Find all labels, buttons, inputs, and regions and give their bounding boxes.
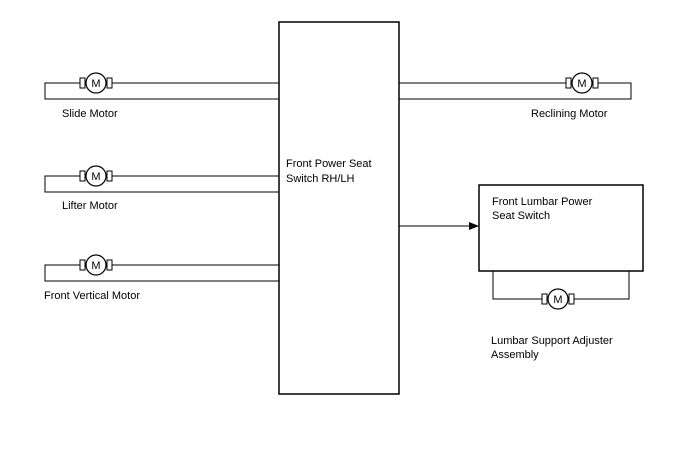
svg-text:M: M <box>577 78 586 90</box>
svg-text:M: M <box>91 171 100 183</box>
slide-motor-circuit: M Slide Motor <box>44 72 279 120</box>
lifter-motor-circuit: M Lifter Motor <box>44 165 279 212</box>
svg-text:M: M <box>553 294 562 306</box>
lumbar-motor-circuit: M Lumbar Support Adjuster Assembly <box>491 271 630 361</box>
front-vertical-motor-icon: M <box>79 254 113 276</box>
svg-text:M: M <box>91 78 100 90</box>
reclining-motor-label: Reclining Motor <box>531 108 608 120</box>
lumbar-switch-label-line2: Seat Switch <box>492 210 550 222</box>
front-vertical-motor-label: Front Vertical Motor <box>44 290 140 302</box>
slide-motor-label: Slide Motor <box>62 108 118 120</box>
reclining-motor-wire <box>399 82 632 100</box>
lumbar-motor-icon: M <box>541 288 575 310</box>
front-vertical-motor-circuit: M Front Vertical Motor <box>44 254 279 302</box>
slide-motor-wire <box>44 82 279 100</box>
reclining-motor-icon: M <box>565 72 599 94</box>
lumbar-switch-label-line1: Front Lumbar Power <box>492 196 593 208</box>
front-power-seat-switch-box <box>278 21 400 395</box>
slide-motor-icon: M <box>79 72 113 94</box>
lumbar-motor-label-line2: Assembly <box>491 349 539 361</box>
reclining-motor-circuit: M Reclining Motor <box>399 72 632 120</box>
lifter-motor-wire <box>44 175 279 193</box>
switch-label-line2: Switch RH/LH <box>286 173 355 185</box>
lumbar-motor-label-line1: Lumbar Support Adjuster <box>491 335 613 347</box>
lifter-motor-icon: M <box>79 165 113 187</box>
svg-text:M: M <box>91 260 100 272</box>
switch-label-line1: Front Power Seat <box>286 158 372 170</box>
lifter-motor-label: Lifter Motor <box>62 200 118 212</box>
front-lumbar-power-seat-switch-box <box>478 184 644 272</box>
front-vertical-motor-wire <box>44 264 279 282</box>
